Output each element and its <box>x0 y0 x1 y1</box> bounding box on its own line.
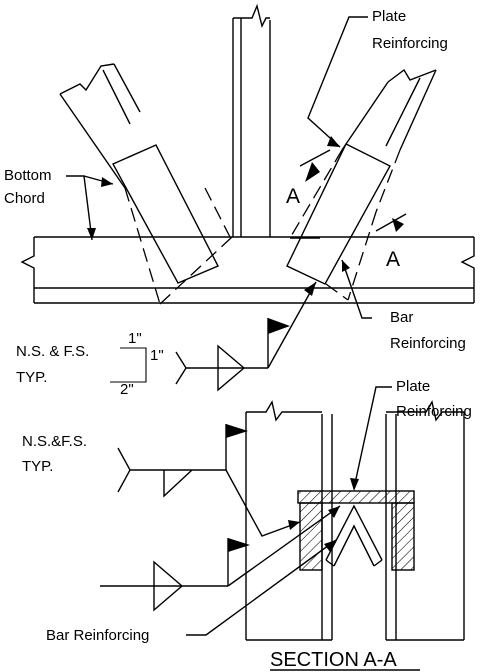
bottom-chord-label-2: Chord <box>4 190 45 207</box>
section-cut: A A <box>286 149 407 271</box>
top-reinforcing-plate <box>297 490 415 504</box>
plate-reinforcing-callout-top: Plate Reinforcing <box>307 8 448 148</box>
bar-reinforcing-arrow-sec <box>324 540 336 552</box>
bottom-chord <box>20 236 475 304</box>
section-title-group: SECTION A-A <box>270 649 420 671</box>
plate-reinforcing-arrow-sec <box>350 478 359 491</box>
bottom-chord-arrow-2 <box>101 177 113 187</box>
plate-reinforcing-callout-section: Plate Reinforcing <box>350 378 472 491</box>
bar-reinforcing-callout: Bar Reinforcing <box>341 259 466 352</box>
weld-note-section-2: TYP. <box>22 458 53 475</box>
section-title: SECTION A-A <box>270 649 397 671</box>
vertical-web <box>232 3 271 237</box>
field-weld-flag-sec-upper <box>226 424 248 438</box>
plate-reinforcing-label-top: Plate <box>372 8 406 25</box>
dim-size-side: 1" <box>150 347 164 364</box>
plate-reinforcing-label-top-2: Reinforcing <box>372 35 448 52</box>
bar-reinforcing-label-2: Reinforcing <box>390 335 466 352</box>
bottom-chord-arrow <box>87 228 96 240</box>
weld-leader-arrow-sec-lower <box>328 506 340 518</box>
section-aa <box>245 400 465 641</box>
section-arrow-right <box>392 218 404 232</box>
weld-leader-arrow-sec-upper <box>288 520 300 530</box>
right-diagonal <box>286 68 437 301</box>
weld-note-2: TYP. <box>16 369 47 386</box>
weld-leader-arrow <box>304 282 316 296</box>
weld-symbol-section-upper: N.S.&F.S. TYP. <box>22 424 301 537</box>
bar-reinforcing-right <box>391 502 415 571</box>
dim-length: 2" <box>120 381 134 398</box>
weld-note: N.S. & F.S. <box>16 343 89 360</box>
plate-reinforcing-label-sec: Plate <box>396 378 430 395</box>
bottom-chord-label: Bottom <box>4 167 52 184</box>
left-diagonal <box>59 63 233 305</box>
bar-reinforcing-label-sec: Bar Reinforcing <box>46 627 149 644</box>
weld-symbol-section-lower <box>100 505 341 612</box>
bottom-chord-callout: Bottom Chord <box>4 167 114 241</box>
section-arrow-left <box>305 162 320 182</box>
bar-reinforcing-callout-section: Bar Reinforcing <box>46 539 337 644</box>
field-weld-flag <box>268 318 290 334</box>
bar-reinforcing-arrow <box>342 260 350 272</box>
dim-size-top: 1" <box>128 330 142 347</box>
bar-reinforcing-label: Bar <box>390 309 413 326</box>
section-mark-left: A <box>286 185 300 208</box>
plate-reinforcing-arrow-top <box>327 136 340 147</box>
bar-reinforcing-left <box>299 502 323 571</box>
field-weld-flag-sec-lower <box>228 538 250 552</box>
weld-symbol-elevation: N.S. & F.S. TYP. 1" 1" 2" <box>16 281 317 398</box>
weld-note-section: N.S.&F.S. <box>22 433 87 450</box>
section-mark-right: A <box>386 248 400 271</box>
plate-reinforcing-label-sec-2: Reinforcing <box>396 403 472 420</box>
